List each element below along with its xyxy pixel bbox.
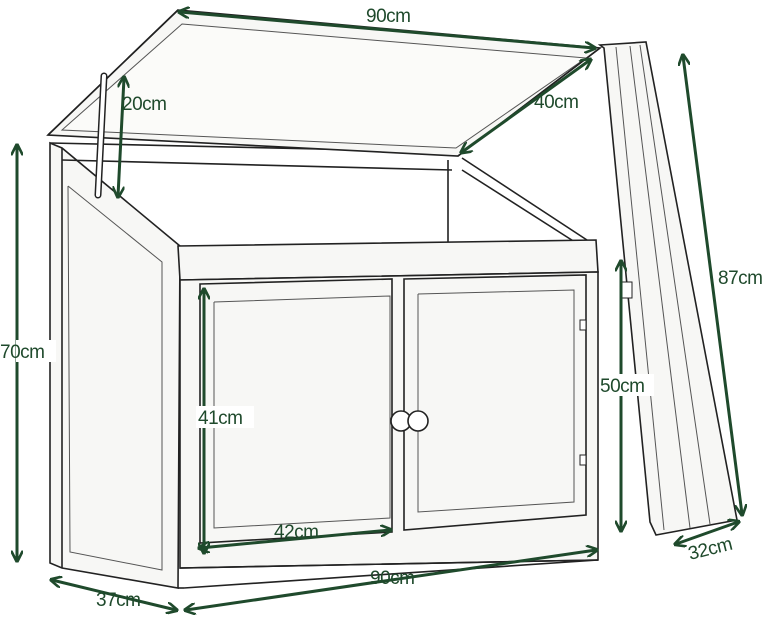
- cabinet: [49, 141, 599, 589]
- arrow-lid-width: [180, 12, 594, 48]
- label-lid-width: 90cm: [366, 6, 410, 27]
- right-knob-icon: [407, 410, 429, 432]
- label-base-depth: 37cm: [96, 590, 140, 611]
- arrow-lid-depth: [462, 60, 590, 152]
- arrow-side-panel-length: [683, 56, 742, 514]
- label-front-height: 50cm: [600, 376, 644, 397]
- arrow-base-depth: [52, 580, 176, 610]
- label-door-width: 42cm: [274, 522, 318, 543]
- label-door-height: 41cm: [198, 408, 242, 429]
- label-base-width: 90cm: [370, 568, 414, 589]
- label-prop-rod: 20cm: [122, 94, 166, 115]
- arrow-side-panel-width: [676, 522, 738, 544]
- arrow-prop-rod: [118, 78, 124, 196]
- arrow-base-width: [186, 550, 596, 610]
- lid: [46, 9, 603, 157]
- label-total-height: 70cm: [0, 342, 44, 363]
- label-side-panel-length: 87cm: [718, 268, 762, 289]
- dimension-labels: 90cm 40cm 20cm 70cm 41cm 42cm 50cm 37cm …: [0, 6, 763, 611]
- right-door: [403, 274, 587, 531]
- label-lid-depth: 40cm: [534, 92, 578, 113]
- prop-rod: [94, 72, 108, 199]
